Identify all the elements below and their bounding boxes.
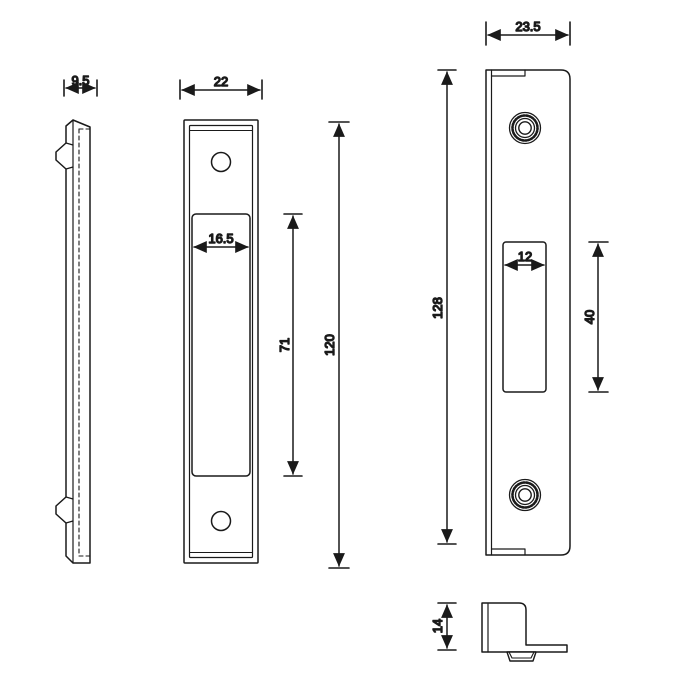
dimension-label-front-width: 22: [214, 74, 228, 89]
face-plate-bottom-land: [490, 548, 526, 556]
front-view-inner-edge: [188, 124, 254, 559]
latch-slot: [502, 241, 547, 393]
dimension-label-slot-height: 40: [582, 310, 597, 324]
dimension-label-slot-width: 12: [518, 249, 532, 264]
dimension-front-height-120: 120: [321, 121, 350, 569]
dimension-label-plate-width: 23.5: [515, 19, 540, 34]
screw-hole-bottom: [210, 510, 232, 532]
dimension-label-plate-height: 128: [430, 297, 445, 319]
dimension-label-cutout-height: 71: [277, 338, 292, 352]
dimension-plate-height-128: 128: [429, 69, 457, 545]
dimension-plate-width-23.5: 23.5: [485, 18, 571, 46]
recess-cutout: [191, 213, 251, 477]
tab-detail-outline: [481, 602, 568, 653]
dimension-front-width-22: 22: [179, 73, 263, 100]
face-plate-top-land: [490, 69, 526, 77]
side-profile-view: [55, 119, 91, 564]
dimension-label-cutout-width: 16.5: [208, 231, 233, 246]
dimension-cutout-height-71: 71: [276, 213, 303, 477]
dimension-slot-height-40: 40: [581, 241, 609, 393]
screw-hole-top: [210, 151, 232, 173]
dimension-thickness-9.5: 9.5: [63, 72, 98, 97]
knurled-screw-bottom: [508, 478, 542, 512]
dimension-label-thickness: 9.5: [71, 73, 89, 88]
tab-detail-hook-inner: [508, 651, 535, 659]
tab-detail-view: [481, 602, 568, 662]
front-view: [183, 119, 259, 564]
knurled-screw-top: [508, 111, 542, 145]
side-profile-notch-top: [65, 142, 74, 170]
dimension-label-front-height: 120: [322, 334, 337, 356]
dimension-tab-height-14: 14: [429, 602, 457, 651]
side-profile-notch-bottom: [65, 496, 74, 524]
dimension-label-tab-height: 14: [430, 619, 445, 633]
tab-detail-hook: [506, 651, 537, 662]
dimension-cutout-width-16.5: 16.5: [193, 230, 249, 253]
face-plate-view: [485, 69, 571, 556]
dimension-slot-width-12: 12: [504, 248, 545, 271]
